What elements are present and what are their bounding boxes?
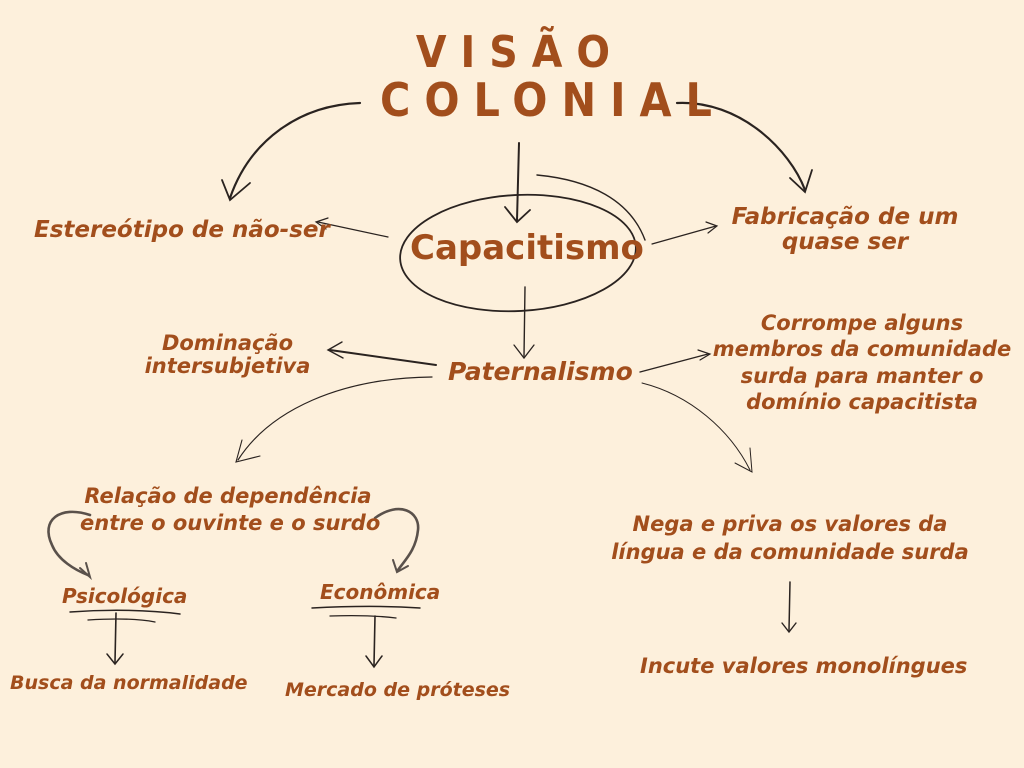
arrow-paternalismo-to-relacao	[237, 376, 433, 461]
node-corrompe-line-3: surda para manter o	[740, 363, 984, 388]
title-line-2: COLONIAL	[380, 73, 726, 128]
arrow-title-to-estereotipo	[228, 101, 362, 200]
central-node-capacitismo: Capacitismo	[410, 228, 644, 268]
arrow-relacao-to-psicologica	[47, 510, 92, 577]
title-visao-colonial: VISÃO COLONIAL	[380, 27, 726, 128]
arrow-psicologica-to-busca	[114, 612, 117, 663]
node-dominacao-line-2: intersubjetiva	[144, 354, 311, 379]
node-nega-line-2: língua e da comunidade surda	[611, 540, 969, 565]
node-corrompe-line-1: Corrompe alguns	[760, 311, 964, 335]
arrow-paternalismo-to-corrompe	[639, 353, 709, 373]
node-dominacao: Dominação intersubjetiva	[140, 331, 315, 379]
node-fabricacao: Fabricação de um quase ser	[720, 204, 970, 256]
arrow-capacitismo-to-estereotipo	[317, 221, 389, 238]
node-corrompe: Corrompe alguns membros da comunidade su…	[712, 310, 1012, 415]
node-dominacao-line-1: Dominação	[161, 331, 294, 355]
node-fabricacao-line-1: Fabricação de um	[731, 204, 959, 230]
node-psicologica: Psicológica	[62, 584, 188, 608]
node-busca: Busca da normalidade	[10, 672, 248, 694]
arrow-capacitismo-to-fabricacao	[651, 225, 717, 245]
node-nega-line-1: Nega e priva os valores da	[632, 512, 948, 536]
arrow-economica-to-mercado	[373, 615, 376, 666]
node-relacao: Relação de dependência entre o ouvinte e…	[80, 483, 381, 538]
node-nega: Nega e priva os valores da língua e da c…	[610, 510, 970, 567]
node-corrompe-line-4: domínio capacitista	[746, 389, 978, 414]
arrow-title-to-fabricacao	[675, 101, 807, 192]
node-fabricacao-line-2: quase ser	[781, 229, 909, 256]
arrow-paternalismo-to-nega	[641, 382, 751, 471]
node-corrompe-line-2: membros da comunidade	[712, 337, 1012, 362]
arrow-capacitismo-to-paternalismo	[523, 286, 526, 357]
node-relacao-line-2: entre o ouvinte e o surdo	[80, 511, 381, 536]
node-relacao-line-1: Relação de dependência	[84, 484, 372, 508]
arrow-relacao-to-economica	[373, 507, 420, 572]
title-line-1: VISÃO	[415, 27, 625, 78]
arrow-title-to-capacitismo	[516, 142, 520, 221]
node-economica: Econômica	[320, 580, 441, 604]
node-paternalismo: Paternalismo	[448, 357, 633, 386]
arrow-nega-to-incute	[788, 581, 791, 631]
capacitismo-ellipse	[399, 193, 637, 313]
arrow-paternalismo-to-dominacao	[329, 349, 437, 366]
node-estereotipo: Estereótipo de não-ser	[34, 217, 330, 243]
node-mercado: Mercado de próteses	[285, 679, 511, 701]
node-incute: Incute valores monolíngues	[640, 654, 968, 678]
